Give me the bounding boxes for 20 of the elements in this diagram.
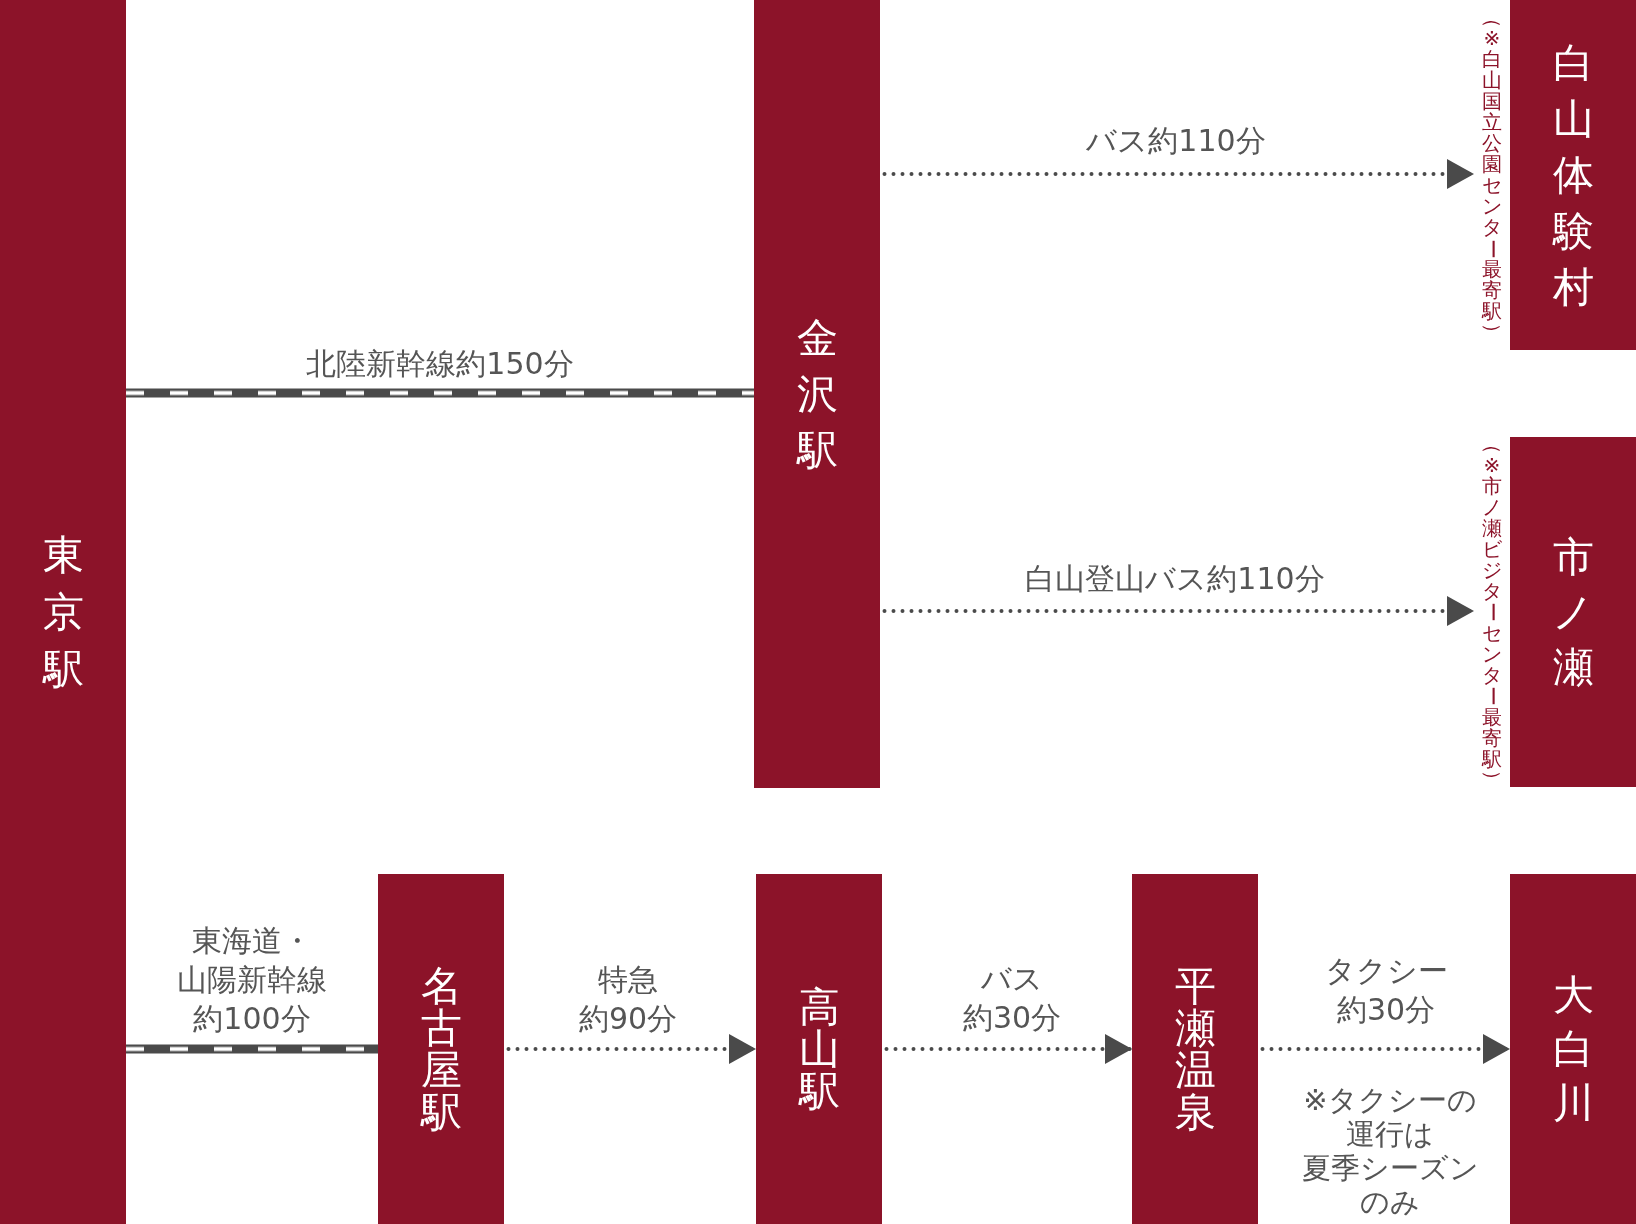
station-box: 高山駅 — [756, 874, 882, 1224]
station-box: 東京駅 — [0, 0, 126, 1224]
station-box: 金沢駅 — [754, 0, 880, 788]
note-text: ※タクシーの運行は夏季シーズンのみ — [1301, 1083, 1479, 1219]
station-box: 大白川 — [1510, 874, 1636, 1224]
station-box: 平瀬温泉 — [1132, 874, 1258, 1224]
station-box: 市ノ瀬 — [1510, 437, 1636, 787]
edge-label: 白山登山バス約110分 — [1025, 560, 1325, 598]
rail-line — [126, 388, 754, 398]
edge-label: 特急約90分 — [578, 961, 678, 1038]
edge-label: バス約30分 — [962, 960, 1062, 1037]
side-note: （※白山国立公園センター最寄駅） — [1482, 7, 1502, 343]
station-box: 名古屋駅 — [378, 874, 504, 1224]
rail-line — [126, 1044, 378, 1054]
station-box: 白山体験村 — [1510, 0, 1636, 350]
edge-label: タクシー約30分 — [1324, 952, 1448, 1029]
edge-label: 東海道・山陽新幹線約100分 — [177, 922, 327, 1038]
side-note: （※市ノ瀬ビジターセンター最寄駅） — [1482, 433, 1502, 791]
edge-label: バス約110分 — [1086, 122, 1266, 160]
edge-label: 北陸新幹線約150分 — [306, 345, 574, 383]
